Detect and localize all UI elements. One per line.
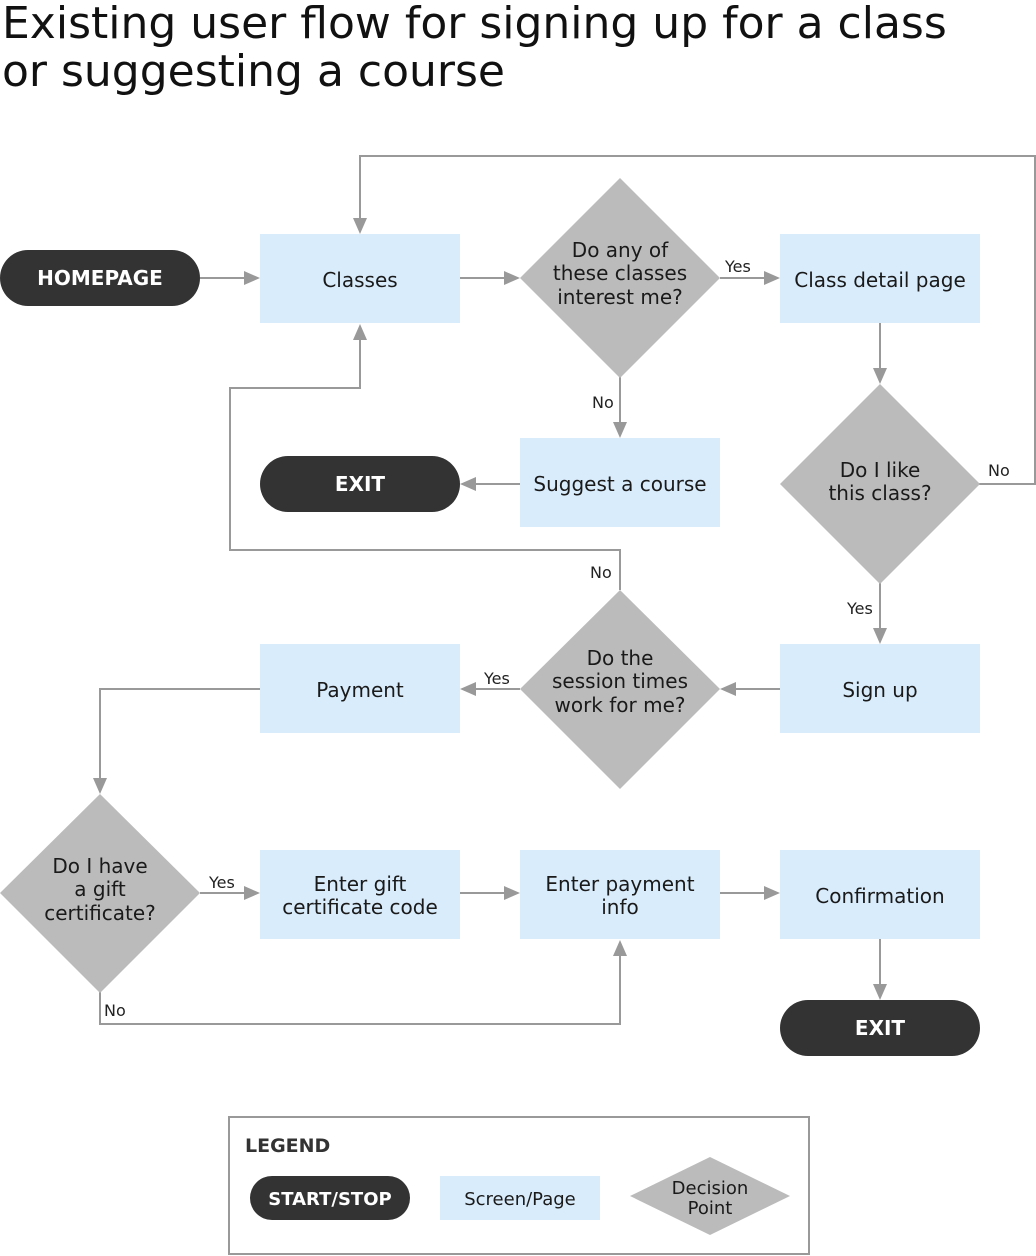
- legend-screen-shape: [440, 1176, 600, 1220]
- label-session-no: No: [590, 563, 612, 582]
- diagram-title-line2: or suggesting a course: [2, 46, 505, 97]
- node-session-decision: Do the session times work for me?: [520, 590, 720, 789]
- node-class-detail-label: Class detail page: [794, 268, 966, 292]
- node-exit-bottom: EXIT: [780, 1000, 980, 1056]
- label-session-yes: Yes: [483, 669, 510, 688]
- node-interest-decision: Do any of these classes interest me?: [520, 178, 720, 378]
- node-like-label-1: Do I like: [840, 458, 921, 482]
- label-gift-yes: Yes: [208, 873, 235, 892]
- terminal-shape: [0, 250, 200, 306]
- arrowhead: [873, 628, 887, 644]
- node-enter-gift-label-2: certificate code: [282, 895, 438, 919]
- node-suggest: Suggest a course: [520, 438, 720, 527]
- label-gift-no: No: [104, 1001, 126, 1020]
- decision-shape: [520, 178, 720, 378]
- legend-screen-page-label: Screen/Page: [464, 1189, 576, 1210]
- diagram-title: Existing user flow for signing up for a …: [2, 0, 1032, 96]
- screen-shape: [520, 850, 720, 939]
- node-enter-gift: Enter gift certificate code: [260, 850, 460, 939]
- arrowhead: [873, 984, 887, 1000]
- screen-shape: [780, 234, 980, 323]
- node-classes: Classes: [260, 234, 460, 323]
- node-interest-label-2: these classes: [553, 261, 687, 285]
- edge-payment-gift: [99, 688, 260, 780]
- screen-shape: [780, 644, 980, 733]
- node-homepage: HOMEPAGE: [0, 250, 200, 306]
- decision-shape: [780, 384, 980, 584]
- node-homepage-label: HOMEPAGE: [37, 266, 163, 290]
- node-enter-payment: Enter payment info: [520, 850, 720, 939]
- node-confirmation: Confirmation: [780, 850, 980, 939]
- arrowhead: [504, 271, 520, 285]
- legend-start-stop-label: START/STOP: [268, 1189, 391, 1210]
- arrowhead: [764, 271, 780, 285]
- edge-gift-enterpayment-no: [99, 954, 621, 1025]
- legend-decision-label-2: Point: [688, 1198, 733, 1219]
- node-payment-label: Payment: [316, 678, 404, 702]
- connectors: [99, 155, 1036, 1025]
- arrowhead: [353, 324, 367, 340]
- legend-terminal-shape: [250, 1176, 410, 1220]
- node-gift-label-1: Do I have: [52, 854, 147, 878]
- arrowhead: [613, 940, 627, 956]
- node-enter-payment-label-2: info: [601, 895, 639, 919]
- edge-like-classes-loop: [359, 155, 1036, 485]
- arrowhead: [764, 886, 780, 900]
- arrowhead: [244, 271, 260, 285]
- node-exit-top-label: EXIT: [335, 472, 386, 496]
- screen-shape: [260, 644, 460, 733]
- arrowhead: [460, 682, 476, 696]
- node-enter-payment-label-1: Enter payment: [545, 872, 694, 896]
- node-payment: Payment: [260, 644, 460, 733]
- terminal-shape: [260, 456, 460, 512]
- arrowhead: [353, 218, 367, 234]
- node-like-label-2: this class?: [828, 481, 931, 505]
- node-sign-up: Sign up: [780, 644, 980, 733]
- legend: LEGEND START/STOP Screen/Page Decision P…: [228, 1116, 810, 1255]
- label-like-yes: Yes: [846, 599, 873, 618]
- terminal-shape: [780, 1000, 980, 1056]
- decision-shape: [520, 590, 720, 789]
- screen-shape: [780, 850, 980, 939]
- node-confirmation-label: Confirmation: [815, 884, 944, 908]
- arrowhead: [93, 778, 107, 794]
- node-gift-decision: Do I have a gift certificate?: [0, 794, 200, 993]
- legend-decision-shape: [630, 1157, 790, 1235]
- node-session-label-2: session times: [552, 669, 688, 693]
- arrowhead: [244, 886, 260, 900]
- node-sign-up-label: Sign up: [842, 678, 917, 702]
- arrowhead: [504, 886, 520, 900]
- legend-title: LEGEND: [245, 1135, 330, 1157]
- screen-shape: [260, 234, 460, 323]
- node-session-label-3: work for me?: [554, 693, 685, 717]
- diagram-title-line1: Existing user flow for signing up for a …: [2, 0, 947, 49]
- arrowhead: [720, 682, 736, 696]
- screen-shape: [260, 850, 460, 939]
- screen-shape: [520, 438, 720, 527]
- node-suggest-label: Suggest a course: [533, 472, 706, 496]
- label-interest-yes: Yes: [724, 257, 751, 276]
- label-like-no: No: [988, 461, 1010, 480]
- node-gift-label-2: a gift: [74, 877, 126, 901]
- arrowhead: [873, 368, 887, 384]
- node-enter-gift-label-1: Enter gift: [314, 872, 407, 896]
- node-interest-label-3: interest me?: [557, 285, 683, 309]
- arrowhead: [460, 477, 476, 491]
- node-classes-label: Classes: [322, 268, 397, 292]
- node-exit-top: EXIT: [260, 456, 460, 512]
- node-exit-bottom-label: EXIT: [855, 1016, 906, 1040]
- legend-decision-label-1: Decision: [672, 1178, 749, 1199]
- edge-session-classes-loop: [229, 338, 621, 590]
- node-interest-label-1: Do any of: [572, 238, 669, 262]
- node-like-decision: Do I like this class?: [780, 384, 980, 584]
- arrowhead: [613, 422, 627, 438]
- decision-shape: [0, 794, 200, 993]
- node-class-detail: Class detail page: [780, 234, 980, 323]
- arrowheads: [93, 218, 887, 1000]
- node-session-label-1: Do the: [587, 646, 654, 670]
- node-gift-label-3: certificate?: [44, 901, 156, 925]
- label-interest-no: No: [592, 393, 614, 412]
